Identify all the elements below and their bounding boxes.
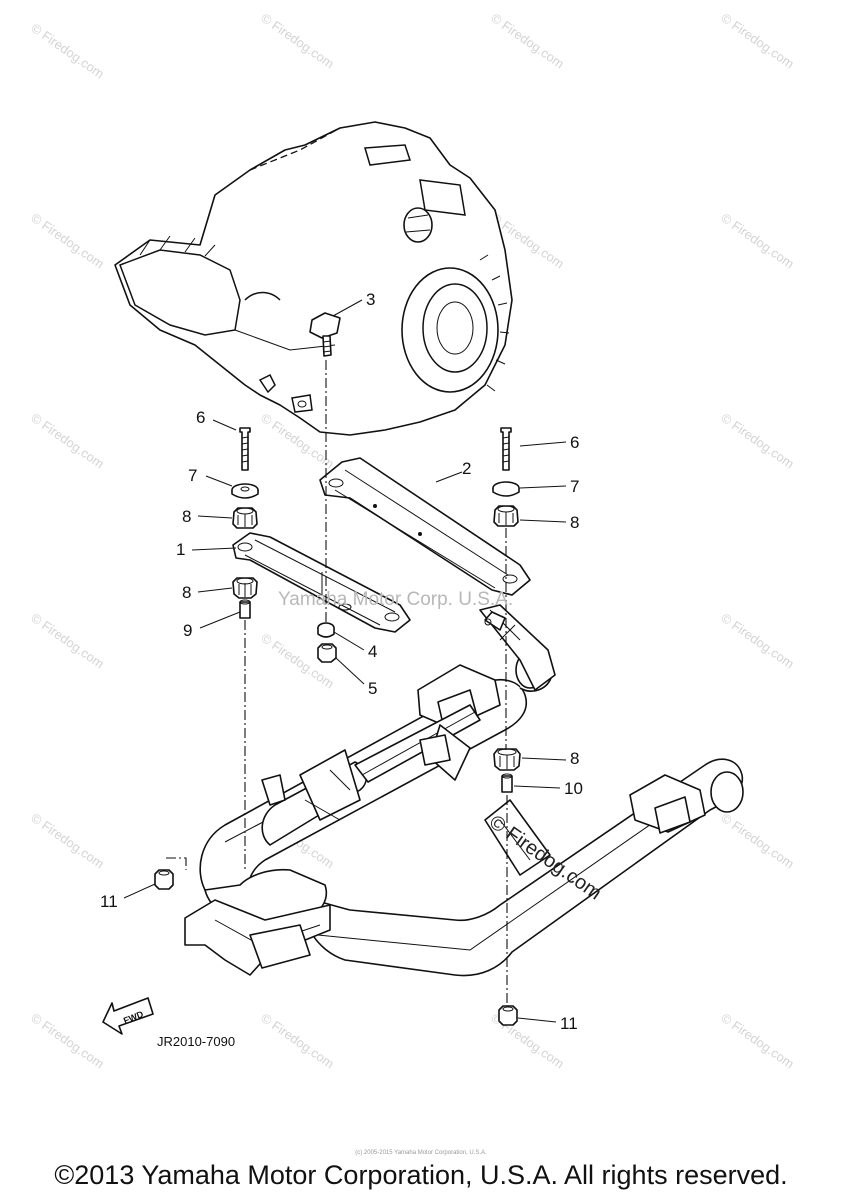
left-lower-stack [232, 577, 258, 619]
callout-2: 2 [462, 459, 471, 478]
watermark-text: © Firedog.com [488, 10, 567, 71]
callout-8: 8 [182, 583, 191, 602]
callout-8: 8 [570, 513, 579, 532]
watermark-text: © Firedog.com [258, 1010, 337, 1071]
part-3-bracket-bolt [309, 312, 341, 357]
watermark-text: © Firedog.com [28, 210, 107, 271]
callout-8: 8 [182, 507, 191, 526]
main-watermark: Yamaha Motor Corp. U.S.A. [278, 589, 513, 610]
engine-illustration [114, 121, 513, 436]
diagram-code: JR2010-7090 [157, 1034, 235, 1049]
callout-6: 6 [570, 433, 579, 452]
parts-4-5 [317, 622, 337, 663]
copyright-footer: ©2013 Yamaha Motor Corporation, U.S.A. A… [54, 1160, 788, 1190]
callout-6: 6 [196, 408, 205, 427]
tiny-copyright-note: (c) 2005-2015 Yamaha Motor Corporation, … [355, 1150, 487, 1156]
callout-7: 7 [570, 477, 579, 496]
callout-11: 11 [100, 892, 118, 911]
callout-4: 4 [368, 642, 377, 661]
watermark-text: © Firedog.com [28, 810, 107, 871]
watermark-text: © Firedog.com [28, 610, 107, 671]
watermark-text: © Firedog.com [718, 210, 797, 271]
callout-7: 7 [188, 466, 197, 485]
callout-1: 1 [176, 540, 185, 559]
watermark-text: © Firedog.com [258, 10, 337, 71]
part-1-bracket [232, 532, 411, 633]
watermark-text: © Firedog.com [718, 410, 797, 471]
watermark-text: © Firedog.com [718, 10, 797, 71]
left-mount-stack [231, 427, 259, 529]
right-lower-stack [493, 748, 521, 793]
callout-labels: 3 6 7 8 1 8 9 2 6 7 8 4 5 8 10 11 11 [100, 290, 583, 1033]
part-2-bracket [319, 457, 531, 596]
callout-10: 10 [564, 779, 583, 798]
watermark-text: © Firedog.com [28, 1010, 107, 1071]
part-11-nuts [154, 869, 518, 1026]
watermark-text: © Firedog.com [28, 20, 107, 81]
frame-illustration [184, 604, 744, 977]
callout-11: 11 [560, 1014, 578, 1033]
leader-lines [123, 299, 567, 1023]
fwd-arrow-icon: FWD [102, 997, 154, 1035]
callout-5: 5 [368, 679, 377, 698]
watermark-text: © Firedog.com [718, 610, 797, 671]
callout-8: 8 [570, 749, 579, 768]
callout-9: 9 [183, 621, 192, 640]
right-mount-stack [492, 427, 520, 527]
center-lines [166, 360, 508, 1005]
callout-3: 3 [366, 290, 375, 309]
watermark-text: © Firedog.com [718, 1010, 797, 1071]
watermark-text: © Firedog.com [28, 410, 107, 471]
watermark-text: © Firedog.com [718, 810, 797, 871]
